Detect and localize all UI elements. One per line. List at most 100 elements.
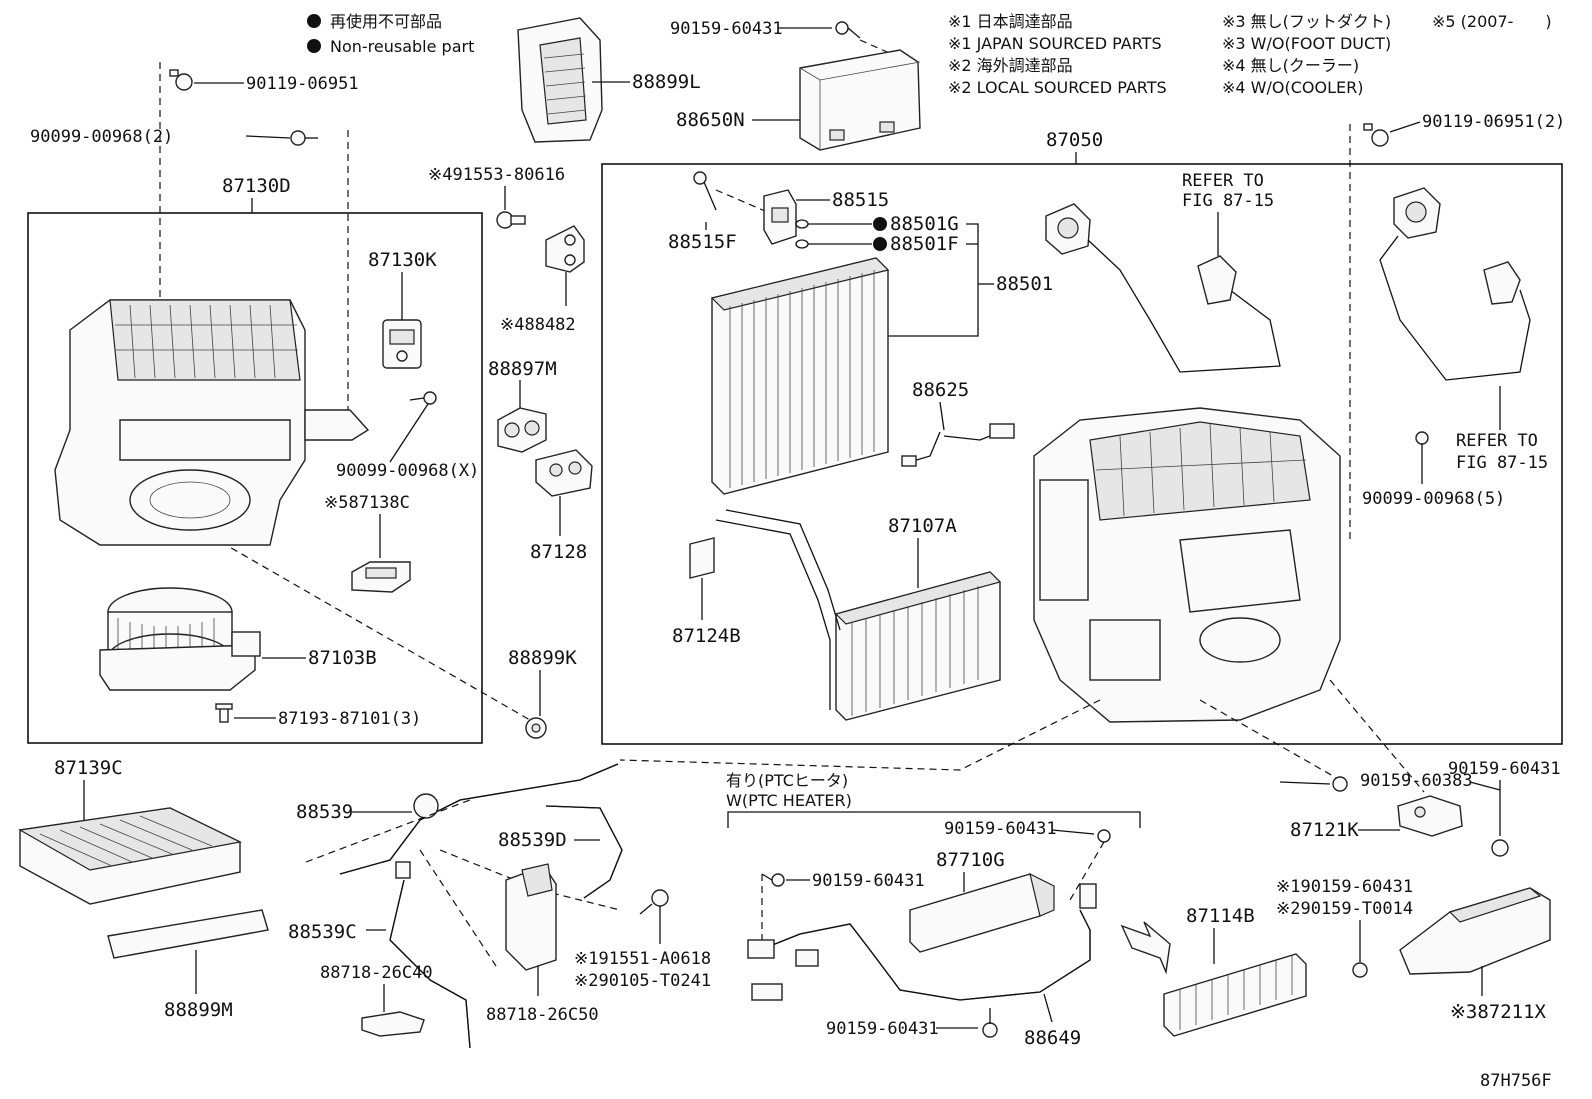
ptc-heater-note-en: W(PTC HEATER) (726, 791, 852, 810)
ptc-heater-drawing (909, 872, 1097, 953)
part-label: 87114B (1186, 905, 1255, 927)
wire-harness-drawing (747, 909, 1091, 1001)
part-label: ※290159-T0014 (1276, 899, 1413, 919)
screw-icon (1332, 776, 1348, 792)
part-label: 88539C (288, 921, 357, 943)
figure-code: 87H756F (1480, 1071, 1552, 1091)
mode-servo-wiring-drawing (1045, 203, 1281, 373)
hose-bracket-c50-drawing (505, 863, 557, 971)
part-label: 87050 (1046, 129, 1103, 151)
bracket-drawing (1397, 795, 1463, 837)
part-label: 88899M (164, 999, 233, 1021)
part-label: 90099-00968(2) (30, 127, 173, 147)
part-label: 88501G (890, 213, 959, 235)
part-label: 90159-60383 (1360, 771, 1473, 791)
part-label: 87139C (54, 757, 123, 779)
non-reusable-marker-icon (873, 217, 887, 231)
evaporator-drawing (710, 257, 890, 495)
legend-note: ※3 W/O(FOOT DUCT) (1222, 34, 1391, 53)
refer-label: FIG 87-15 (1182, 191, 1274, 211)
screw-icon (1352, 962, 1368, 978)
part-label: ※587138C (324, 493, 410, 513)
heater-duct-drawing (1163, 953, 1307, 1037)
part-label: 90099-00968(5) (1362, 489, 1505, 509)
legend: 再使用不可部品 Non-reusable part ※1 日本調達部品 ※1 J… (307, 12, 1552, 97)
part-label: ※387211X (1450, 1001, 1547, 1023)
legend-note: ※2 LOCAL SOURCED PARTS (948, 78, 1167, 97)
o-ring-icon (795, 219, 809, 229)
filter-cover-drawing (107, 909, 269, 959)
non-reusable-marker-icon (873, 237, 887, 251)
duct-cover-drawing (517, 17, 603, 143)
screw-icon (215, 703, 233, 723)
non-reusable-marker-icon (307, 39, 321, 53)
part-label: 87107A (888, 515, 957, 537)
part-label: 90159-60431 (812, 871, 925, 891)
legend-non-reusable-en: Non-reusable part (330, 37, 474, 56)
clip-icon (525, 717, 547, 739)
bolt-icon (496, 211, 526, 229)
temperature-sensor-drawing (901, 423, 1015, 467)
legend-non-reusable-jp: 再使用不可部品 (330, 12, 442, 31)
part-label: 88899L (632, 71, 701, 93)
screw-icon (835, 21, 861, 39)
legend-note: ※5 (2007- ) (1432, 12, 1552, 31)
expansion-valve-drawing (763, 189, 797, 245)
refer-label: REFER TO (1182, 171, 1264, 191)
drain-hose-d-drawing (545, 805, 623, 899)
part-label: 88515F (668, 231, 737, 253)
screw-icon (1097, 829, 1111, 843)
bracket-drawing (545, 225, 585, 273)
part-label: 87121K (1290, 819, 1359, 841)
part-label: ※190159-60431 (1276, 877, 1413, 897)
leader-dashed (619, 699, 1101, 771)
heater-unit-frame (601, 163, 1563, 745)
part-label: 88625 (912, 379, 969, 401)
screw-icon (1415, 431, 1429, 456)
leader-dashed (199, 529, 531, 721)
actuator-drawing (382, 319, 422, 369)
bolt-icon (290, 130, 318, 146)
refer-label: FIG 87-15 (1456, 453, 1548, 473)
bolt-icon (169, 69, 193, 91)
blower-motor-drawing (99, 587, 261, 691)
ptc-bracket (727, 811, 1141, 828)
bolt-icon (639, 889, 669, 915)
part-label: 88897M (488, 358, 557, 380)
part-label: 87103B (308, 647, 377, 669)
leader-dashed (715, 189, 773, 215)
ptc-heater-note-jp: 有り(PTCヒータ) (726, 771, 848, 790)
part-label: 88899K (508, 647, 577, 669)
grommet-drawing (497, 407, 547, 453)
legend-note: ※4 W/O(COOLER) (1222, 78, 1363, 97)
part-label: 90119-06951 (246, 74, 359, 94)
part-label: 87193-87101(3) (278, 709, 421, 729)
leader-dashed (305, 799, 471, 863)
screw-icon (1491, 839, 1509, 857)
leader-dashed (1199, 699, 1341, 781)
blower-housing-drawing (54, 299, 370, 546)
hose-bracket-c40-drawing (361, 1011, 425, 1037)
bolt-icon (982, 1008, 998, 1038)
screw-icon (409, 391, 437, 405)
part-label: 87710G (936, 849, 1005, 871)
part-label: 90159-60431 (1448, 759, 1561, 779)
part-label: 87130K (368, 249, 437, 271)
part-label: 88718-26C50 (486, 1005, 599, 1025)
part-label: 88515 (832, 189, 889, 211)
heater-core-drawing (715, 509, 1002, 721)
legend-note: ※4 無し(クーラー) (1222, 56, 1359, 75)
part-label: 87128 (530, 541, 587, 563)
cabin-filter-drawing (18, 807, 242, 905)
part-label: 88649 (1024, 1027, 1081, 1049)
leader-dashed (439, 849, 621, 911)
clamp-drawing (689, 537, 715, 579)
legend-note: ※2 海外調達部品 (948, 56, 1073, 75)
part-label: ※191551-A0618 (574, 949, 711, 969)
non-reusable-marker-icon (307, 14, 321, 28)
part-label: 90159-60431 (670, 19, 783, 39)
blower-assembly-frame (27, 212, 483, 744)
o-ring-icon (795, 239, 809, 249)
